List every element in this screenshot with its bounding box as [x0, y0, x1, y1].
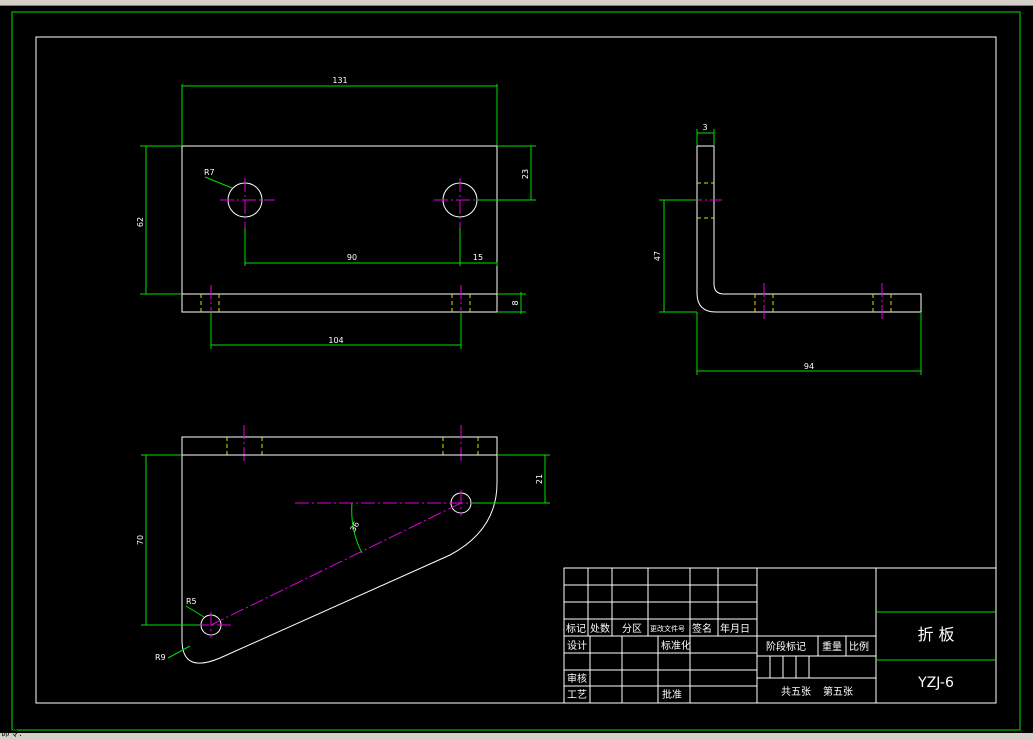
tb-scale: 比例: [849, 640, 869, 653]
dim-r7: R7: [204, 168, 215, 177]
tb-part-name: 折 板: [917, 625, 954, 644]
dim-47: 47: [653, 251, 662, 261]
tb-docno: 更改文件号: [650, 624, 685, 633]
flange-outline: [181, 293, 498, 313]
angle-arc: [351, 502, 363, 554]
command-prompt: 命令:: [1, 729, 23, 739]
tb-drawing-no: YZJ-6: [917, 675, 954, 691]
side-view: 3 47 94: [653, 123, 922, 375]
tb-review: 审核: [567, 672, 587, 685]
dim-8: 8: [511, 300, 520, 305]
tb-mark: 标记: [566, 623, 586, 635]
tb-design: 设计: [567, 639, 587, 652]
tb-sheets-total: 共五张: [781, 686, 811, 698]
dim-36: 36: [348, 520, 361, 533]
tb-standardize: 标准化: [661, 639, 691, 652]
dim-94: 94: [804, 362, 814, 371]
dim-62: 62: [136, 217, 145, 227]
front-view: 131 62 23 R7 90 15 8 104: [136, 76, 536, 349]
tb-date: 年月日: [720, 622, 750, 635]
tb-approve: 批准: [662, 688, 682, 701]
dim-23: 23: [521, 169, 530, 179]
title-block: 标记 处数 分区 更改文件号 签名 年月日 设计 标准化 阶段标记 重量 比例 …: [563, 567, 997, 704]
dim-15: 15: [473, 253, 483, 262]
tb-sheet-no: 第五张: [823, 685, 853, 698]
tb-count: 处数: [590, 622, 610, 635]
command-line[interactable]: 命令:: [0, 729, 1033, 740]
plate-outline: [181, 145, 498, 295]
tb-zone: 分区: [622, 623, 642, 635]
dim-131: 131: [332, 76, 347, 85]
tb-process: 工艺: [567, 689, 587, 701]
l-bracket-outline: [696, 145, 922, 313]
bottom-flange: [181, 436, 498, 456]
dim-3: 3: [702, 123, 707, 132]
dim-90: 90: [347, 253, 357, 262]
tb-stage: 阶段标记: [766, 640, 806, 653]
dim-70: 70: [136, 535, 145, 545]
dim-104: 104: [328, 336, 343, 345]
bottom-view: 70 21 36 R5 R9: [136, 425, 550, 664]
dim-r5: R5: [186, 597, 197, 606]
tb-weight: 重量: [822, 640, 842, 653]
tb-sign: 签名: [692, 622, 712, 635]
outer-border: [11, 11, 1021, 731]
dim-r9: R9: [155, 653, 166, 662]
dim-21: 21: [535, 474, 544, 484]
angled-plate-outline: [181, 454, 498, 664]
inner-border: [35, 36, 997, 704]
toolbar: [0, 0, 1033, 6]
